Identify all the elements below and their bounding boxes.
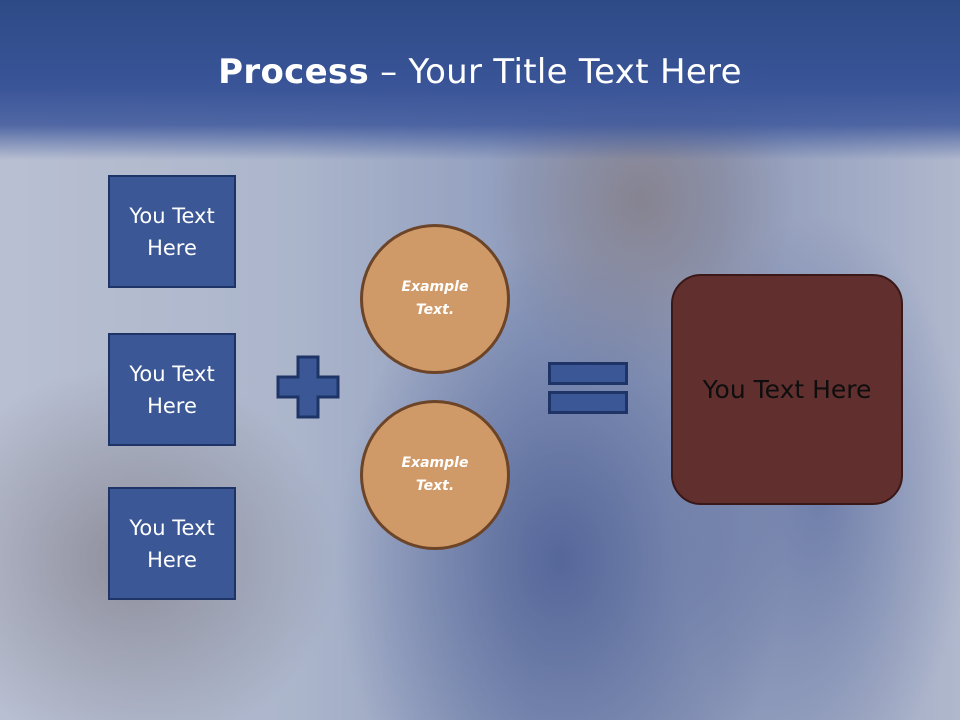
example-circle-2[interactable]: Example Text.	[360, 400, 510, 550]
title-band	[0, 0, 960, 160]
input-box-1[interactable]: You Text Here	[108, 175, 236, 288]
slide-title-rest: – Your Title Text Here	[369, 52, 742, 92]
input-box-3-label: You Text Here	[129, 515, 215, 572]
result-box[interactable]: You Text Here	[671, 274, 903, 505]
result-box-label: You Text Here	[702, 375, 872, 404]
input-box-2-label: You Text Here	[129, 361, 215, 418]
example-circle-1-label: Example Text.	[401, 279, 469, 318]
equals-icon	[548, 362, 628, 414]
slide-title-bold: Process	[218, 52, 370, 92]
plus-icon	[276, 355, 340, 419]
example-circle-2-label: Example Text.	[401, 455, 469, 494]
slide-title: Process – Your Title Text Here	[0, 52, 960, 92]
input-box-2[interactable]: You Text Here	[108, 333, 236, 446]
input-box-3[interactable]: You Text Here	[108, 487, 236, 600]
input-box-1-label: You Text Here	[129, 203, 215, 260]
example-circle-1[interactable]: Example Text.	[360, 224, 510, 374]
